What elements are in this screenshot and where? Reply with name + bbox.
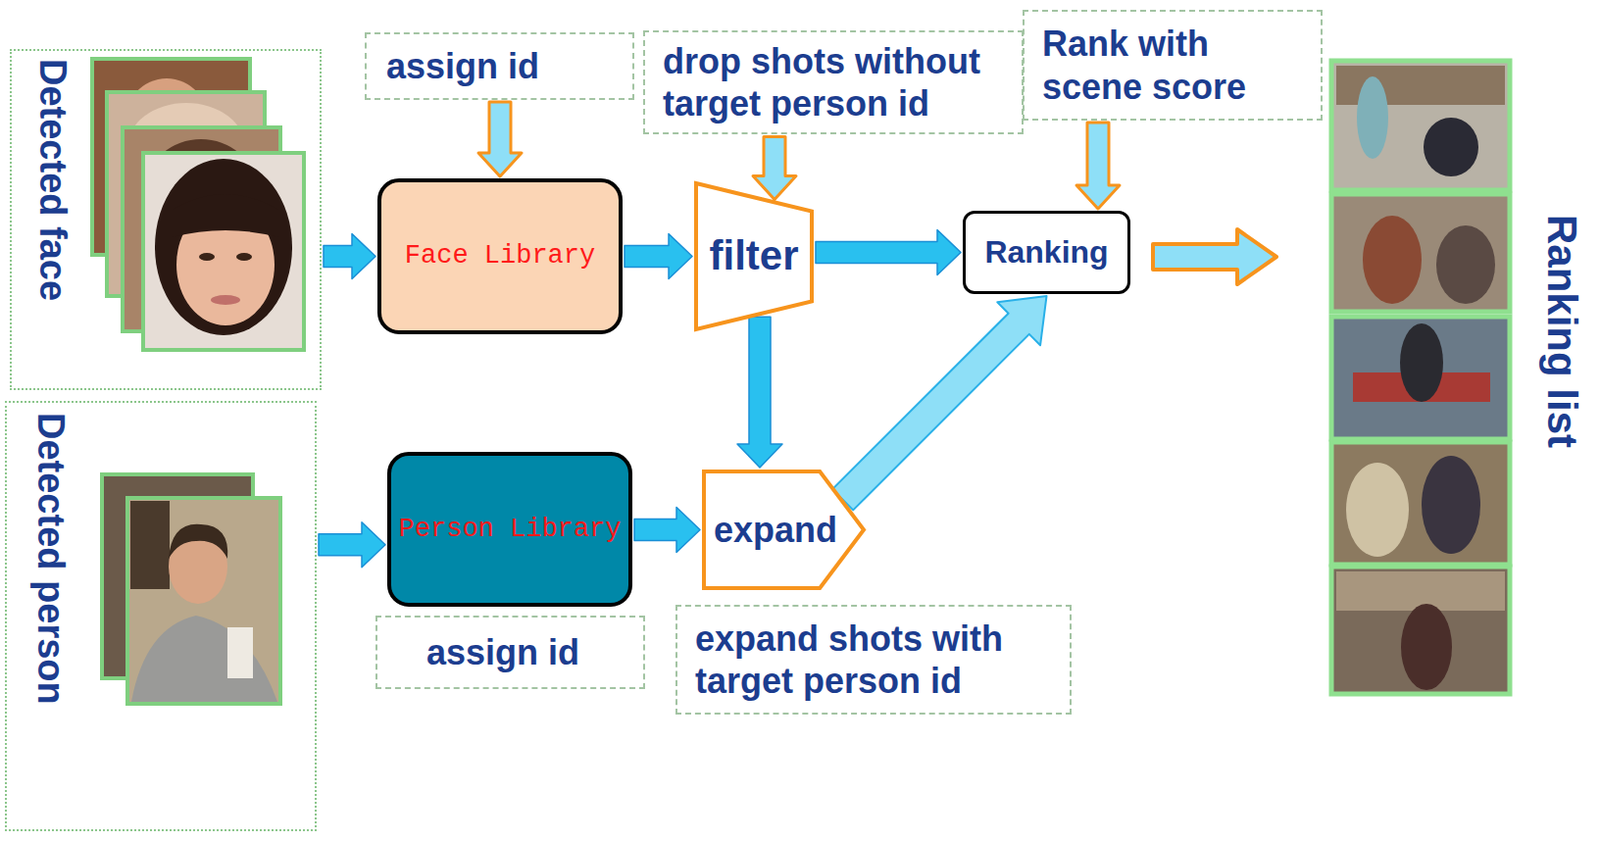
scene-figure xyxy=(1400,323,1444,402)
scene-figure xyxy=(1423,117,1479,177)
library-box: Person Library xyxy=(387,451,633,607)
node-label: Rank with scene score xyxy=(1042,22,1274,107)
flow-arrow xyxy=(624,234,693,280)
person-object xyxy=(227,627,253,679)
flow-arrow xyxy=(634,507,700,553)
flow-arrow xyxy=(737,316,783,468)
node-label: expand shots with target person id xyxy=(695,617,1041,702)
annotation-box: assign id xyxy=(375,615,646,690)
face-hair xyxy=(154,158,293,336)
annotation-box: drop shots without target person id xyxy=(643,30,1024,135)
shape-outline xyxy=(703,471,864,589)
group-label: Detected face xyxy=(30,58,74,301)
flow-arrow xyxy=(1076,122,1120,209)
scene-figure xyxy=(1421,455,1481,554)
flow-arrow xyxy=(323,234,376,280)
node-label: assign id xyxy=(426,631,580,674)
node-label: assign id xyxy=(386,45,540,88)
side-label: Ranking list xyxy=(1538,214,1586,449)
node-label: Ranking xyxy=(984,233,1108,271)
process-box: Ranking xyxy=(962,210,1131,295)
output-arrow xyxy=(1152,229,1277,285)
face-lips xyxy=(210,295,241,305)
annotation-box: expand shots with target person id xyxy=(675,604,1072,715)
scene-figure xyxy=(1400,603,1452,691)
input-group: Detected face xyxy=(9,49,322,391)
group-label: Detected person xyxy=(28,412,72,705)
person-background xyxy=(130,500,170,590)
scene-figure xyxy=(1436,225,1496,304)
face-eye xyxy=(236,252,252,261)
library-box: Face Library xyxy=(377,178,623,335)
scene-figure xyxy=(1362,215,1422,304)
node-label: Face Library xyxy=(404,240,596,272)
expand-shape: expand xyxy=(701,469,866,591)
input-group: Detected person xyxy=(4,400,317,832)
result-frame xyxy=(1331,60,1510,191)
result-frame xyxy=(1331,316,1510,440)
flow-arrow xyxy=(815,230,961,276)
scene-part xyxy=(1336,571,1505,611)
person-hair xyxy=(168,524,228,559)
flow-arrow xyxy=(752,136,797,200)
filter-shape: filter xyxy=(694,181,814,332)
node-label: filter xyxy=(708,231,799,281)
result-frame xyxy=(1331,442,1510,565)
face-photo xyxy=(143,152,304,350)
person-photo xyxy=(127,498,281,704)
flow-arrow xyxy=(478,101,522,177)
node-label: drop shots without target person id xyxy=(662,40,999,125)
annotation-box: Rank with scene score xyxy=(1022,9,1323,121)
node-label: expand xyxy=(713,508,838,551)
face-eye xyxy=(199,252,215,261)
result-frame xyxy=(1331,194,1510,312)
shape-outline xyxy=(696,183,812,330)
person-shirt xyxy=(131,615,278,702)
annotation-box: assign id xyxy=(364,32,635,100)
result-frame xyxy=(1331,566,1510,695)
label-holder: Ranking list xyxy=(1538,214,1600,262)
node-label: Person Library xyxy=(399,513,622,546)
scene-figure xyxy=(1356,76,1389,159)
flow-arrow xyxy=(832,296,1048,510)
flow-arrow xyxy=(318,522,386,568)
scene-figure xyxy=(1346,462,1409,557)
face-bangs xyxy=(172,194,279,238)
